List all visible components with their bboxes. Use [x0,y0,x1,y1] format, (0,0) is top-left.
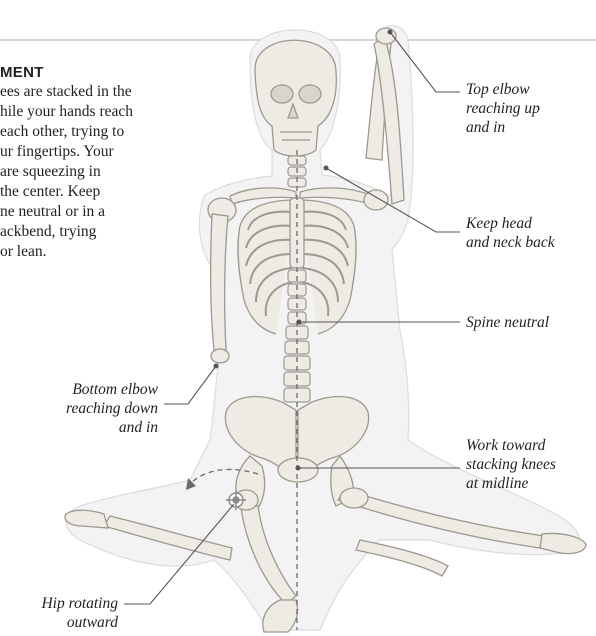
callout-line: Spine neutral [466,313,549,332]
instruction-line: are squeezing in [0,162,210,182]
callout-line: stacking knees [466,455,556,474]
callout-knees: Work toward stacking knees at midline [466,436,556,493]
leader-bottom-elbow [164,366,216,404]
section-heading: MENT [0,64,44,81]
instruction-paragraph: ees are stacked in the hile your hands r… [0,82,210,262]
callout-line: reaching up [466,99,540,118]
callout-line: at midline [466,474,556,493]
instruction-line: each other, trying to [0,122,210,142]
callout-line: reaching down [40,399,158,418]
callout-head-neck: Keep head and neck back [466,214,555,252]
callout-spine: Spine neutral [466,313,549,332]
callout-line: outward [4,613,118,632]
callout-line: and in [40,418,158,437]
instruction-line: ees are stacked in the [0,82,210,102]
callout-line: Hip rotating [4,594,118,613]
callout-line: Keep head [466,214,555,233]
instruction-line: hile your hands reach [0,102,210,122]
callout-bottom-elbow: Bottom elbow reaching down and in [40,380,158,437]
callout-top-elbow: Top elbow reaching up and in [466,80,540,137]
instruction-line: or lean. [0,242,210,262]
instruction-line: ur fingertips. Your [0,142,210,162]
callout-line: Top elbow [466,80,540,99]
callout-line: and in [466,118,540,137]
callout-line: Bottom elbow [40,380,158,399]
instruction-line: the center. Keep [0,182,210,202]
callout-line: and neck back [466,233,555,252]
instruction-line: ne neutral or in a [0,202,210,222]
callout-hip: Hip rotating outward [4,594,118,632]
callout-line: Work toward [466,436,556,455]
instruction-line: ackbend, trying [0,222,210,242]
